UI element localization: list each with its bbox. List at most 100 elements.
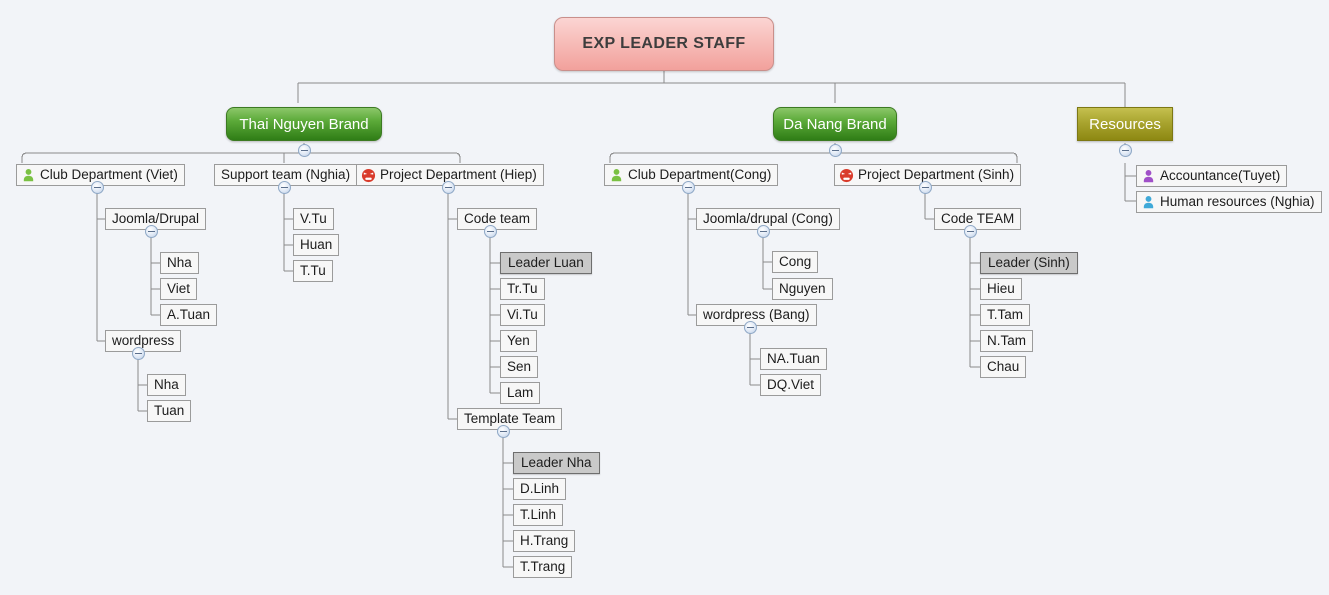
member-label: Vi.Tu: [507, 307, 538, 323]
angry-face-icon-red: [361, 168, 376, 183]
member-label: Nguyen: [779, 281, 826, 297]
member-node[interactable]: Tuan: [147, 400, 192, 422]
collapse-toggle-club-viet[interactable]: [91, 181, 104, 194]
group-label-code-team-dn: Code TEAM: [941, 211, 1015, 227]
member-node[interactable]: A.Tuan: [160, 304, 218, 326]
member-label: T.Linh: [520, 507, 557, 523]
member-label: Tr.Tu: [507, 281, 538, 297]
member-node[interactable]: NA.Tuan: [760, 348, 827, 370]
collapse-toggle-wordpress-bang[interactable]: [744, 321, 757, 334]
collapse-toggle-code-team[interactable]: [484, 225, 497, 238]
dept-node-club-department-cong[interactable]: Club Department(Cong): [604, 164, 779, 186]
collapse-toggle-club-cong[interactable]: [682, 181, 695, 194]
branch-label-resources: Resources: [1089, 115, 1161, 133]
dept-label-accountance: Accountance(Tuyet): [1160, 168, 1281, 184]
member-label: T.Tam: [987, 307, 1024, 323]
leader-node-nha[interactable]: Leader Nha: [513, 452, 600, 474]
dept-label-club-viet: Club Department (Viet): [40, 167, 178, 183]
person-icon-green: [21, 168, 36, 183]
collapse-toggle-project-hiep[interactable]: [442, 181, 455, 194]
dept-label-project-hiep: Project Department (Hiep): [380, 167, 537, 183]
member-node[interactable]: T.Tam: [980, 304, 1031, 326]
group-label-joomla-drupal-cong: Joomla/drupal (Cong): [703, 211, 833, 227]
group-node-code-team[interactable]: Code team: [457, 208, 538, 230]
leader-label: Leader (Sinh): [988, 255, 1070, 271]
person-icon-blue: [1141, 195, 1156, 210]
member-label: Sen: [507, 359, 532, 375]
collapse-toggle-template-team[interactable]: [497, 425, 510, 438]
member-node[interactable]: Sen: [500, 356, 539, 378]
group-node-wordpress-bang[interactable]: wordpress (Bang): [696, 304, 817, 326]
member-label: Tuan: [154, 403, 185, 419]
dept-node-human-resources-nghia[interactable]: Human resources (Nghia): [1136, 191, 1322, 213]
group-label-joomla-drupal: Joomla/Drupal: [112, 211, 200, 227]
member-label: A.Tuan: [167, 307, 211, 323]
dept-node-project-department-hiep[interactable]: Project Department (Hiep): [356, 164, 544, 186]
collapse-toggle-project-sinh[interactable]: [919, 181, 932, 194]
member-node[interactable]: T.Trang: [513, 556, 573, 578]
member-label: Yen: [507, 333, 530, 349]
member-node[interactable]: Cong: [772, 251, 819, 273]
collapse-toggle-wordpress[interactable]: [132, 347, 145, 360]
group-node-code-team-da-nang[interactable]: Code TEAM: [934, 208, 1022, 230]
member-label: Lam: [507, 385, 534, 401]
dept-label-project-sinh: Project Department (Sinh): [858, 167, 1015, 183]
group-node-template-team[interactable]: Template Team: [457, 408, 563, 430]
person-icon-purple: [1141, 169, 1156, 184]
leader-node-luan[interactable]: Leader Luan: [500, 252, 592, 274]
branch-node-resources[interactable]: Resources: [1077, 107, 1173, 141]
member-node[interactable]: Vi.Tu: [500, 304, 545, 326]
collapse-toggle-joomla-drupal[interactable]: [145, 225, 158, 238]
member-label: H.Trang: [520, 533, 569, 549]
member-node[interactable]: Lam: [500, 382, 541, 404]
member-node[interactable]: Chau: [980, 356, 1027, 378]
member-node[interactable]: Viet: [160, 278, 198, 300]
collapse-toggle-support-nghia[interactable]: [278, 181, 291, 194]
member-node[interactable]: Nha: [147, 374, 186, 396]
root-label: EXP LEADER STAFF: [582, 35, 746, 52]
member-label: NA.Tuan: [767, 351, 820, 367]
dept-node-accountance-tuyet[interactable]: Accountance(Tuyet): [1136, 165, 1288, 187]
member-node[interactable]: DQ.Viet: [760, 374, 822, 396]
member-node[interactable]: D.Linh: [513, 478, 567, 500]
branch-node-thai-nguyen-brand[interactable]: Thai Nguyen Brand: [226, 107, 382, 141]
dept-node-support-team-nghia[interactable]: Support team (Nghia): [214, 164, 358, 186]
member-label: D.Linh: [520, 481, 560, 497]
branch-label-da-nang: Da Nang Brand: [783, 115, 887, 133]
member-node[interactable]: Nguyen: [772, 278, 833, 300]
branch-label-thai-nguyen: Thai Nguyen Brand: [239, 115, 369, 133]
member-node[interactable]: N.Tam: [980, 330, 1034, 352]
member-label: Nha: [154, 377, 179, 393]
member-node[interactable]: Hieu: [980, 278, 1022, 300]
member-node[interactable]: Huan: [293, 234, 340, 256]
collapse-toggle-code-team-dn[interactable]: [964, 225, 977, 238]
branch-node-da-nang-brand[interactable]: Da Nang Brand: [773, 107, 897, 141]
member-label: T.Trang: [520, 559, 566, 575]
leader-node-sinh[interactable]: Leader (Sinh): [980, 252, 1078, 274]
member-node[interactable]: Yen: [500, 330, 537, 352]
member-node[interactable]: V.Tu: [293, 208, 334, 230]
collapse-toggle-joomla-drupal-cong[interactable]: [757, 225, 770, 238]
leader-label: Leader Nha: [521, 455, 592, 471]
member-node[interactable]: H.Trang: [513, 530, 576, 552]
dept-label-human-resources: Human resources (Nghia): [1160, 194, 1315, 210]
member-node[interactable]: Nha: [160, 252, 199, 274]
member-node[interactable]: T.Linh: [513, 504, 564, 526]
member-node[interactable]: Tr.Tu: [500, 278, 545, 300]
root-node-exp-leader-staff[interactable]: EXP LEADER STAFF: [554, 17, 774, 71]
collapse-toggle-da-nang[interactable]: [829, 144, 842, 157]
member-label: Huan: [300, 237, 333, 253]
person-icon-green: [609, 168, 624, 183]
group-label-template-team: Template Team: [464, 411, 556, 427]
group-node-joomla-drupal[interactable]: Joomla/Drupal: [105, 208, 207, 230]
member-label: V.Tu: [300, 211, 327, 227]
member-label: Nha: [167, 255, 192, 271]
member-label: N.Tam: [987, 333, 1027, 349]
member-node[interactable]: T.Tu: [293, 260, 333, 282]
member-label: T.Tu: [300, 263, 326, 279]
collapse-toggle-thai-nguyen[interactable]: [298, 144, 311, 157]
dept-label-support-nghia: Support team (Nghia): [221, 167, 351, 183]
dept-label-club-cong: Club Department(Cong): [628, 167, 772, 183]
collapse-toggle-resources[interactable]: [1119, 144, 1132, 157]
